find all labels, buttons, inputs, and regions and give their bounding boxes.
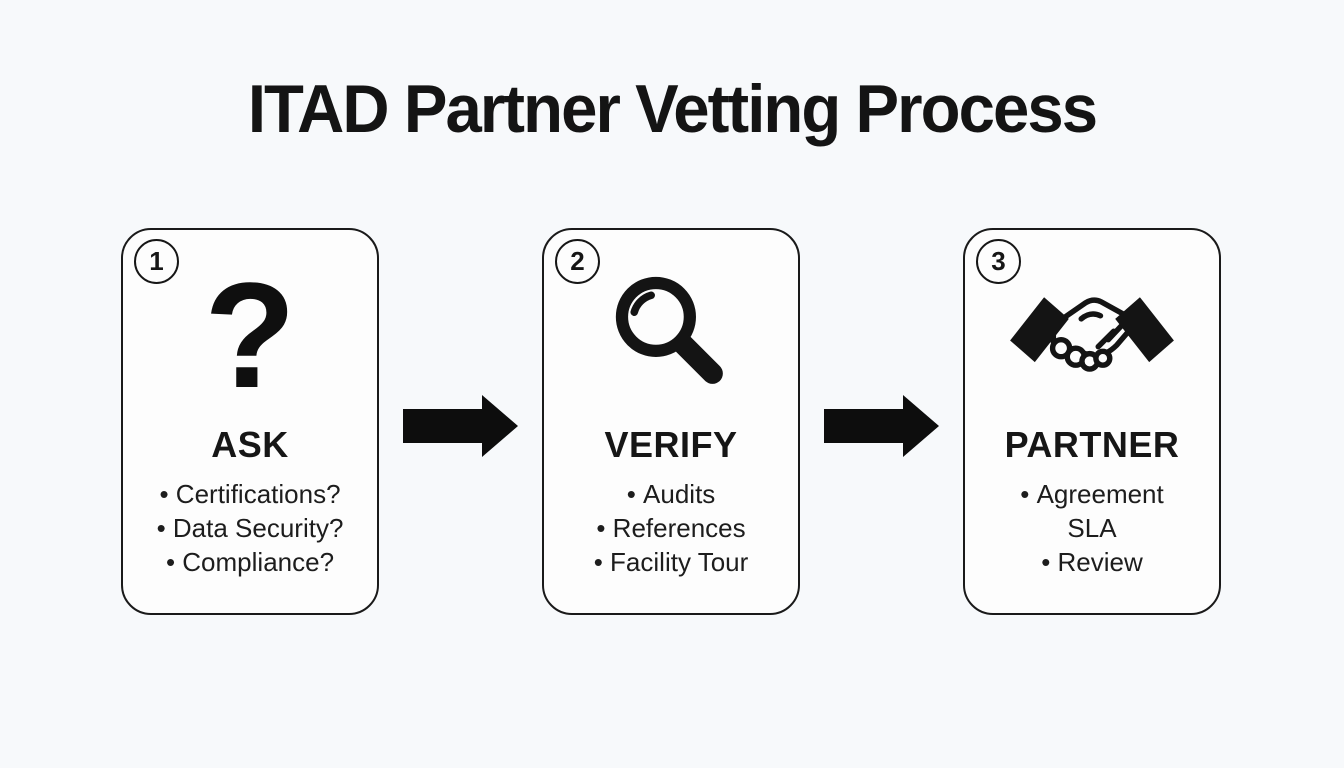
magnifier-icon [605,266,737,403]
list-item: Facility Tour [544,545,798,579]
step-number-badge: 2 [555,239,600,284]
list-item: Review [965,545,1219,579]
step-card-verify: 2 VERIFY Audits References Facility Tour [542,228,800,615]
process-flow: 1 ? ASK Certifications? Data Security? C… [121,228,1221,615]
step-number: 2 [570,246,585,276]
step-item-list: Certifications? Data Security? Complianc… [123,477,377,579]
step-card-partner: 3 [963,228,1221,615]
step-number: 1 [149,246,164,276]
handshake-icon [1007,274,1177,395]
step-icon-box [544,252,798,417]
arrow-right-icon [800,228,963,615]
list-item: Compliance? [123,545,377,579]
list-item: Data Security? [123,511,377,545]
step-card-ask: 1 ? ASK Certifications? Data Security? C… [121,228,379,615]
list-item: Agreement SLA [1007,477,1177,545]
step-number: 3 [991,246,1006,276]
step-heading: PARTNER [1004,424,1180,465]
step-heading: ASK [211,424,289,465]
list-item: References [544,511,798,545]
step-heading: VERIFY [604,424,738,465]
step-item-list: Audits References Facility Tour [544,477,798,579]
arrow-right-icon [379,228,542,615]
list-item: Audits [544,477,798,511]
page-title: ITAD Partner Vetting Process [247,71,1098,147]
step-number-badge: 3 [976,239,1021,284]
step-number-badge: 1 [134,239,179,284]
step-icon-box [965,252,1219,417]
step-icon-box: ? [123,252,377,417]
list-item: Certifications? [123,477,377,511]
question-mark-icon: ? [204,250,296,419]
step-item-list: Agreement SLA Review [965,477,1219,579]
